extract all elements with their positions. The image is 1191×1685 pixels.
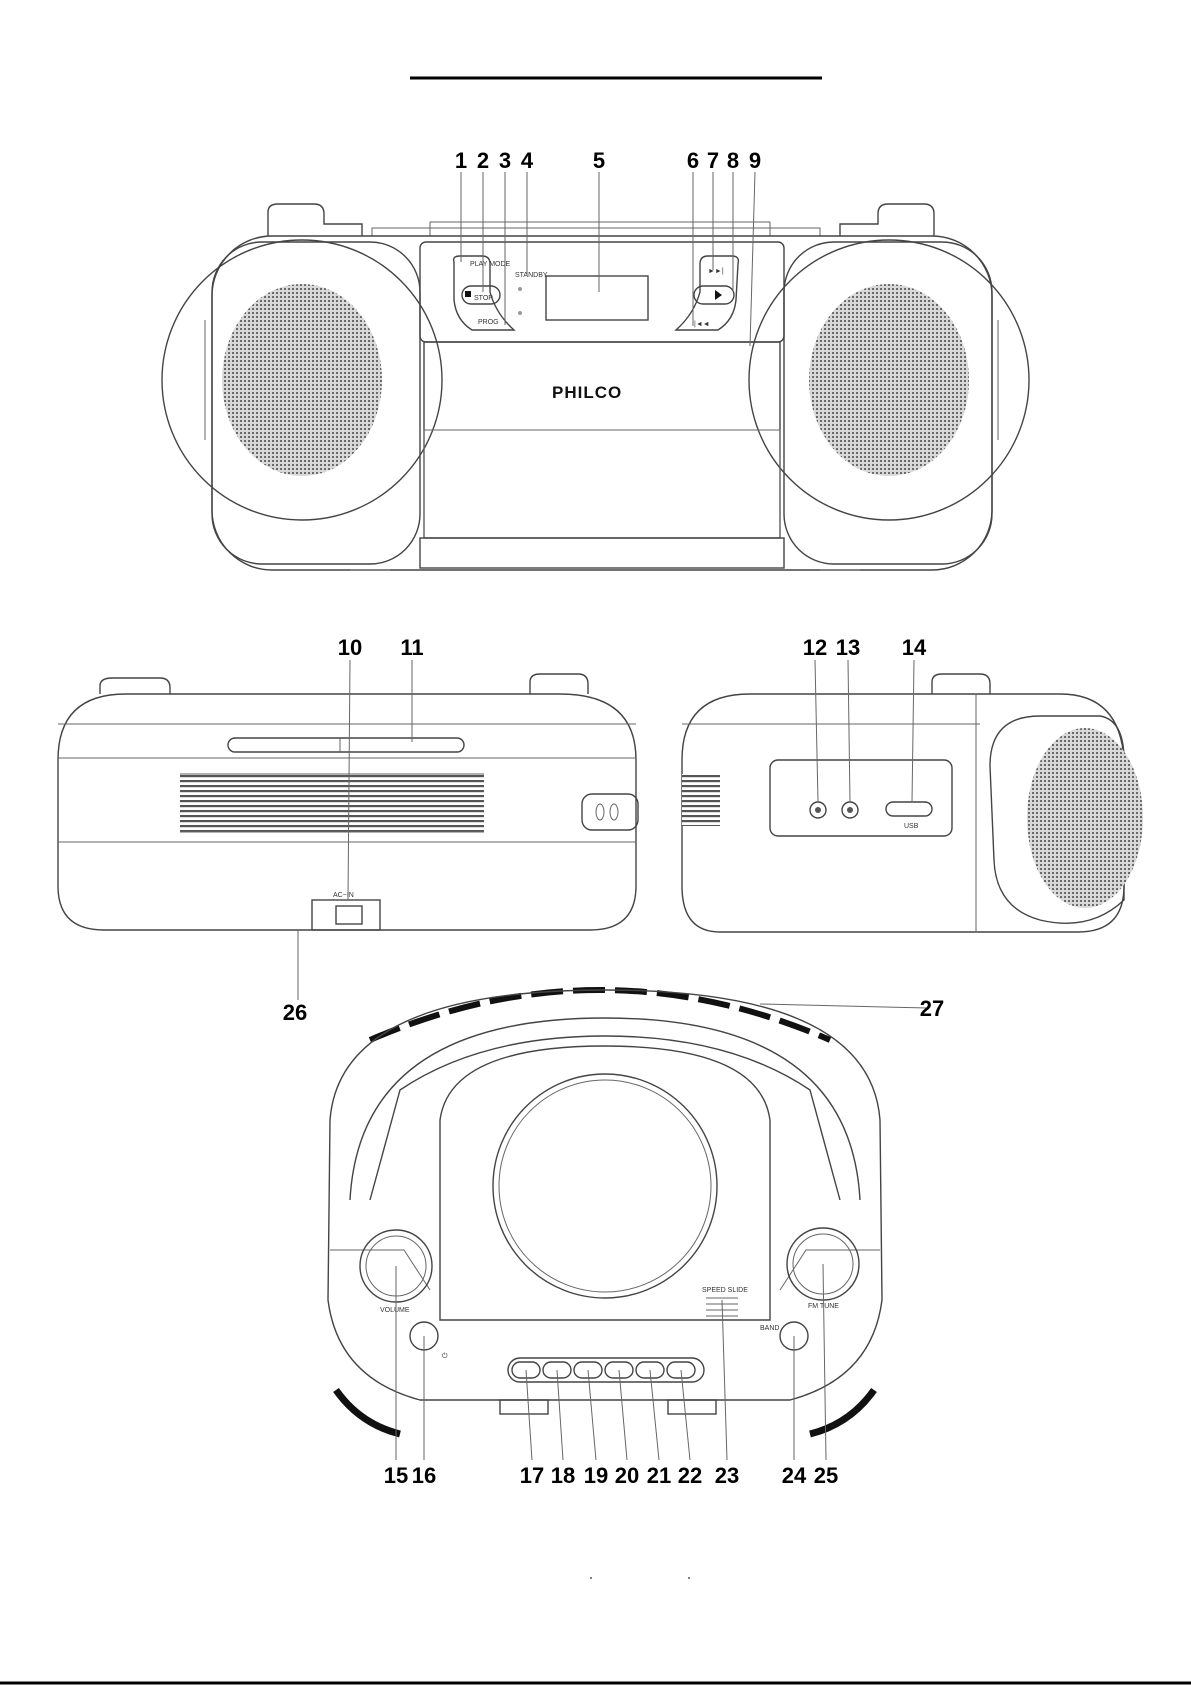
callout-23: 23 (715, 1463, 739, 1488)
callout-17: 17 (520, 1463, 544, 1488)
callout-8: 8 (727, 148, 739, 173)
right-side-view: USB (682, 660, 1143, 932)
callout-10: 10 (338, 635, 362, 660)
speed-slide-label: SPEED SLIDE (702, 1287, 748, 1294)
left-vents (180, 774, 484, 832)
callout-24: 24 (782, 1463, 807, 1488)
callout-22: 22 (678, 1463, 702, 1488)
callout-20: 20 (615, 1463, 639, 1488)
callout-5: 5 (593, 148, 605, 173)
svg-text:⏻: ⏻ (442, 1352, 448, 1360)
callout-14: 14 (902, 635, 927, 660)
band-label: BAND (760, 1325, 779, 1332)
svg-text:►►|: ►►| (708, 268, 724, 275)
cd-lid-window[interactable] (493, 1074, 717, 1298)
callout-13: 13 (836, 635, 860, 660)
callout-26: 26 (283, 1000, 307, 1025)
left-speaker-grille (222, 284, 382, 476)
brand-logo-text: PHILCO (552, 383, 622, 402)
callout-4: 4 (521, 148, 534, 173)
callout-15: 15 (384, 1463, 408, 1488)
callout-27: 27 (920, 996, 944, 1021)
callout-9: 9 (749, 148, 761, 173)
top-view: VOLUME FM TUNE ⏻ BAND SPEED SLIDE (328, 990, 928, 1460)
volume-label: VOLUME (380, 1307, 410, 1314)
callout-6: 6 (687, 148, 699, 173)
front-view: PLAY MODE STOP PROG STANDBY ►►| |◄◄ PHIL… (162, 204, 1029, 570)
ac-input-label: AC~IN (333, 892, 354, 899)
side-speaker-grille (1027, 728, 1143, 908)
prog-label: PROG (478, 319, 499, 326)
play-mode-label: PLAY MODE (470, 261, 511, 268)
callout-12: 12 (803, 635, 827, 660)
callout-2: 2 (477, 148, 489, 173)
callout-19: 19 (584, 1463, 608, 1488)
fm-antenna[interactable] (228, 738, 464, 752)
usb-label: USB (904, 823, 919, 830)
callout-25: 25 (814, 1463, 838, 1488)
svg-text:|◄◄: |◄◄ (694, 321, 710, 328)
callout-1: 1 (455, 148, 467, 173)
callout-3: 3 (499, 148, 511, 173)
ac-input-socket (336, 906, 362, 924)
stop-label: STOP (474, 295, 493, 302)
usb-port[interactable] (886, 802, 932, 816)
lcd-display (546, 276, 648, 320)
callout-16: 16 (412, 1463, 436, 1488)
callout-18: 18 (551, 1463, 575, 1488)
callout-11: 11 (400, 635, 423, 660)
callout-21: 21 (647, 1463, 671, 1488)
callout-7: 7 (707, 148, 719, 173)
standby-label: STANDBY (515, 272, 548, 279)
left-side-view: AC~IN (58, 660, 638, 1000)
right-speaker-grille (809, 284, 969, 476)
